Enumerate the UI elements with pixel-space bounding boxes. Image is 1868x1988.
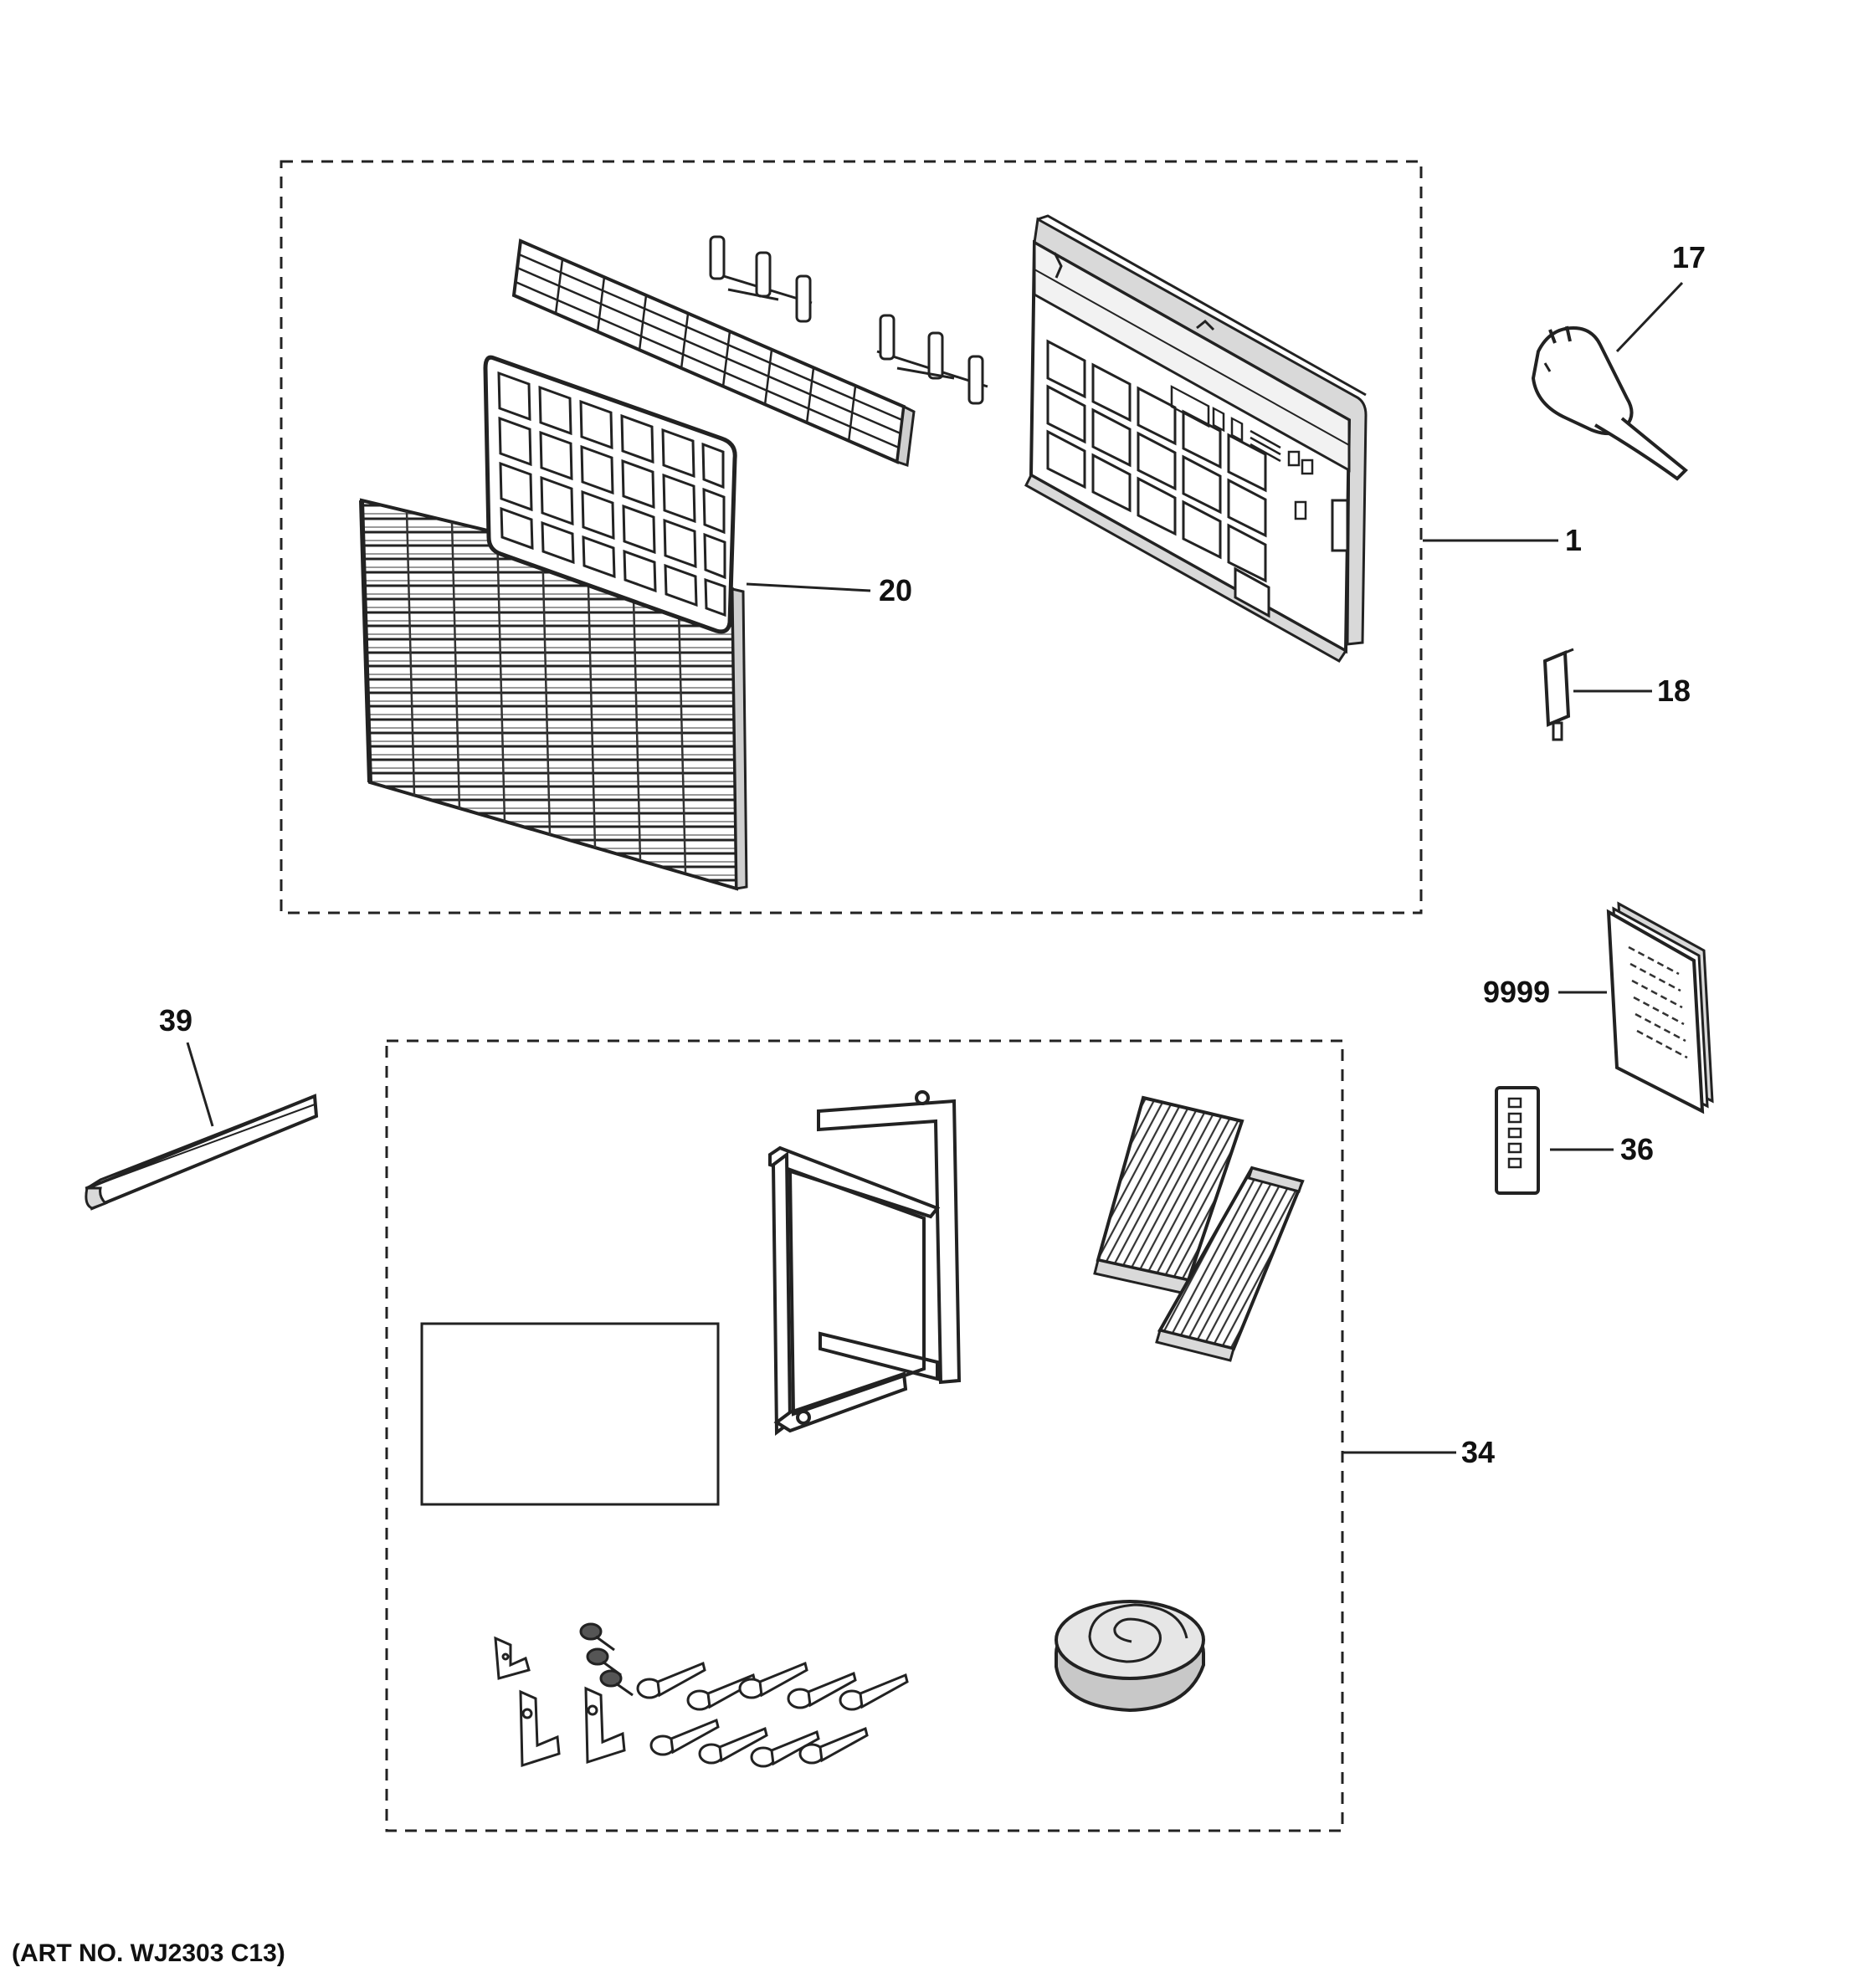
art-number-caption: (ART NO. WJ2303 C13) bbox=[12, 1939, 285, 1967]
part-18-block bbox=[1542, 648, 1574, 741]
group-34-dashed-box bbox=[385, 1039, 1344, 1832]
angle-brackets bbox=[494, 1636, 626, 1768]
side-curtain-frames bbox=[768, 1090, 962, 1436]
callout-17: 17 bbox=[1672, 240, 1706, 274]
louver-clips-b bbox=[876, 314, 988, 405]
foam-tape-roll bbox=[1055, 1600, 1205, 1713]
group-1-dashed-box bbox=[280, 160, 1423, 915]
accordion-panels bbox=[1093, 1095, 1305, 1362]
louver-clips-a bbox=[709, 235, 813, 323]
front-case bbox=[1024, 214, 1368, 663]
small-screws bbox=[579, 1622, 634, 1697]
remote-control bbox=[1495, 1086, 1540, 1195]
callout-20: 20 bbox=[879, 573, 912, 607]
callout-9999: 9999 bbox=[1483, 975, 1550, 1009]
air-filter bbox=[483, 355, 737, 634]
mounting-rail bbox=[85, 1094, 319, 1211]
installation-sheet bbox=[420, 1322, 720, 1506]
callout-1: 1 bbox=[1565, 523, 1582, 557]
power-cord-plug bbox=[1531, 325, 1688, 481]
callout-18: 18 bbox=[1657, 674, 1691, 708]
leader-20 bbox=[746, 582, 871, 592]
leader-17 bbox=[1615, 281, 1684, 353]
leader-39 bbox=[186, 1042, 214, 1127]
callout-34: 34 bbox=[1461, 1435, 1495, 1469]
owners-manual bbox=[1606, 901, 1714, 1114]
louver-assembly bbox=[511, 238, 916, 468]
callout-39: 39 bbox=[159, 1003, 192, 1038]
wood-screws bbox=[636, 1661, 909, 1768]
callout-36: 36 bbox=[1620, 1132, 1654, 1166]
